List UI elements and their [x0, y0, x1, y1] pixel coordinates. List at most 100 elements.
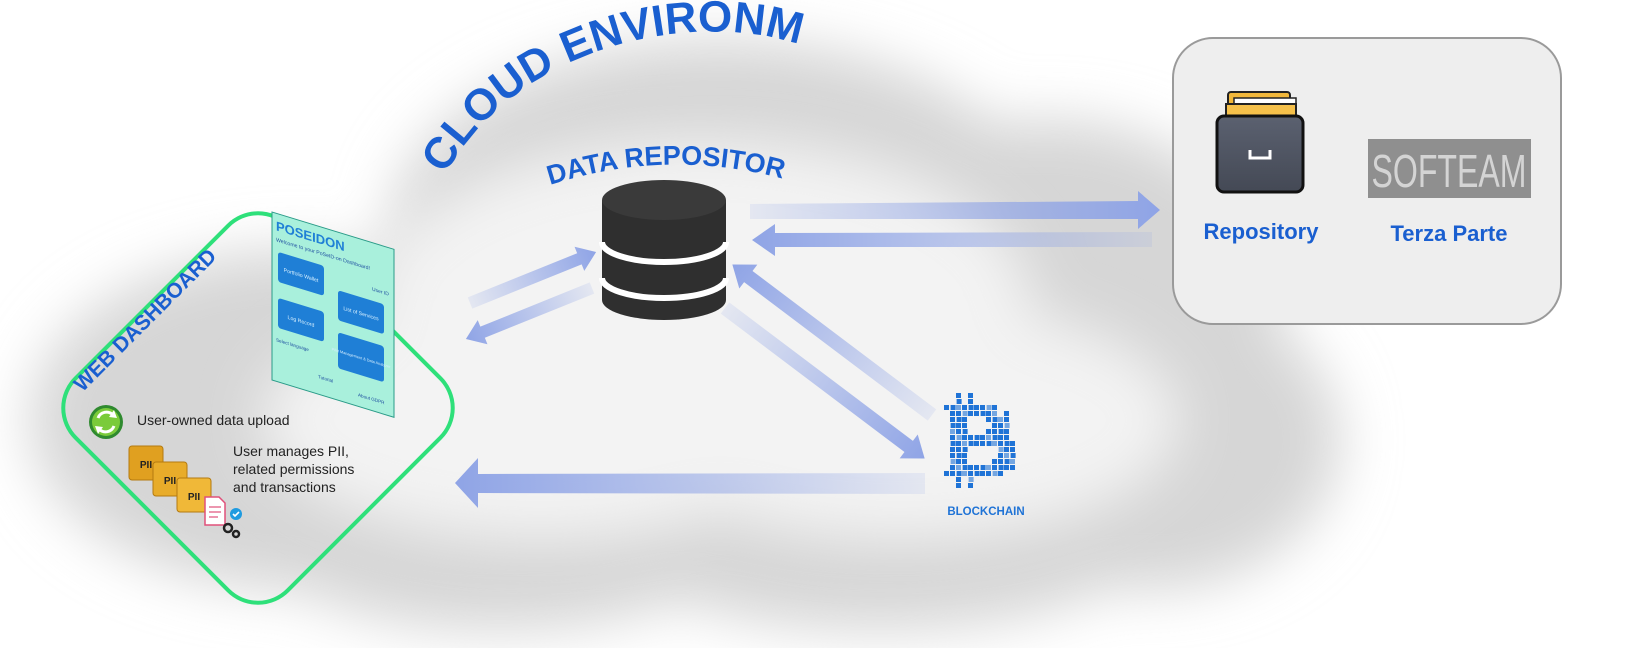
bitcoin-pixel — [1004, 435, 1009, 440]
bitcoin-pixel — [962, 423, 967, 428]
bitcoin-pixel — [956, 393, 961, 398]
bitcoin-pixel — [944, 405, 949, 410]
bitcoin-pixel — [956, 477, 961, 482]
bitcoin-pixel — [956, 453, 962, 458]
bitcoin-pixel — [968, 411, 973, 416]
bitcoin-pixel — [980, 471, 985, 476]
bitcoin-pixel — [956, 411, 961, 416]
bitcoin-pixel — [1004, 465, 1009, 470]
bitcoin-pixel — [992, 435, 998, 440]
manage-text-line2: related permissions — [233, 461, 354, 477]
bitcoin-pixel — [1004, 441, 1010, 446]
bitcoin-pixel — [968, 483, 973, 488]
bitcoin-pixel — [956, 399, 962, 404]
bitcoin-pixel — [1004, 417, 1009, 422]
arrow-repository-to-db — [752, 224, 1152, 256]
bitcoin-pixel — [998, 447, 1004, 452]
bitcoin-pixel — [1004, 423, 1010, 428]
bitcoin-pixel — [968, 435, 973, 440]
bitcoin-pixel — [962, 447, 968, 452]
bitcoin-pixel — [956, 417, 962, 422]
bitcoin-pixel — [1010, 459, 1015, 464]
arrow-blockchain-to-dashboard — [455, 458, 925, 508]
bitcoin-pixel — [956, 423, 961, 428]
dashboard-screen: POSEIDON Welcome to your PoSeID-on Dashb… — [271, 211, 395, 418]
repository-label: Repository — [1204, 219, 1320, 244]
bitcoin-pixel — [986, 471, 991, 476]
bitcoin-pixel — [968, 405, 974, 410]
bitcoin-pixel — [1010, 465, 1015, 470]
bitcoin-pixel — [998, 417, 1003, 422]
bitcoin-pixel — [1004, 411, 1009, 416]
bitcoin-pixel — [962, 417, 967, 422]
sync-icon — [89, 405, 123, 439]
file-cabinet-icon — [1215, 91, 1305, 194]
bitcoin-pixel — [950, 447, 955, 452]
bitcoin-pixel — [962, 429, 968, 434]
arrow-db-to-blockchain — [720, 302, 925, 459]
bitcoin-pixel — [950, 435, 955, 440]
bitcoin-pixel — [968, 471, 973, 476]
tile-pilot-management[interactable] — [338, 332, 384, 382]
bitcoin-pixel — [950, 453, 955, 458]
bitcoin-pixel — [944, 471, 949, 476]
bitcoin-pixel — [950, 405, 956, 410]
dashboard-tutorial[interactable]: Tutorial — [318, 374, 333, 384]
bitcoin-pixel — [998, 471, 1003, 476]
bitcoin-pixel — [974, 441, 979, 446]
bitcoin-pixel — [962, 405, 967, 410]
bitcoin-pixel — [992, 417, 998, 422]
bitcoin-pixel — [950, 429, 955, 434]
tile-portfolio-wallet[interactable] — [278, 252, 324, 296]
bitcoin-pixel — [962, 465, 968, 470]
bitcoin-pixel — [962, 453, 967, 458]
arrow-blockchain-to-db — [732, 264, 937, 421]
tile-list-of-services[interactable] — [338, 290, 384, 334]
database-icon — [599, 180, 729, 320]
bitcoin-pixel — [980, 405, 985, 410]
bitcoin-pixel — [998, 429, 1004, 434]
bitcoin-pixel — [986, 417, 991, 422]
bitcoin-pixel — [992, 441, 997, 446]
bitcoin-pixel — [980, 411, 986, 416]
bitcoin-pixel — [950, 465, 955, 470]
dashboard-user-id: User ID — [372, 287, 389, 298]
pii-badge-2: PII — [164, 476, 176, 487]
bitcoin-pixel — [950, 423, 956, 428]
terza-parte-label: Terza Parte — [1391, 221, 1508, 246]
arrow-db-to-repository — [750, 191, 1160, 229]
bitcoin-pixel — [956, 465, 961, 470]
bitcoin-pixel — [968, 465, 973, 470]
bitcoin-pixel — [950, 441, 956, 446]
bitcoin-pixel — [968, 441, 974, 446]
bitcoin-pixel — [980, 435, 985, 440]
bitcoin-pixel — [992, 423, 997, 428]
arrow-dashboard-to-db — [467, 246, 597, 309]
arrows — [455, 191, 1160, 508]
bitcoin-pixel-icon — [944, 393, 1016, 488]
tile-log-record[interactable] — [278, 298, 324, 342]
bitcoin-pixel — [986, 435, 991, 440]
bitcoin-pixel — [992, 411, 997, 416]
bitcoin-pixel — [962, 411, 968, 416]
bitcoin-pixel — [998, 435, 1003, 440]
bitcoin-pixel — [998, 441, 1003, 446]
bitcoin-pixel — [1004, 429, 1009, 434]
softeam-logo: SOFTEAM — [1368, 139, 1531, 198]
bitcoin-pixel — [950, 417, 955, 422]
bitcoin-pixel — [968, 399, 973, 404]
bitcoin-pixel — [986, 429, 991, 434]
pii-badge-3: PII — [188, 492, 200, 503]
bitcoin-pixel — [992, 459, 997, 464]
softeam-logo-text: SOFTEAM — [1372, 145, 1527, 197]
bitcoin-pixel — [980, 465, 986, 470]
bitcoin-pixel — [998, 465, 1004, 470]
bitcoin-pixel — [986, 441, 992, 446]
bitcoin-pixel — [992, 405, 997, 410]
bitcoin-pixel — [956, 441, 961, 446]
bitcoin-pixel — [974, 411, 979, 416]
pii-documents-icon: PII PII PII — [128, 445, 212, 513]
bitcoin-pixel — [986, 411, 991, 416]
gears-icon — [222, 522, 241, 539]
bitcoin-pixel — [986, 465, 991, 470]
